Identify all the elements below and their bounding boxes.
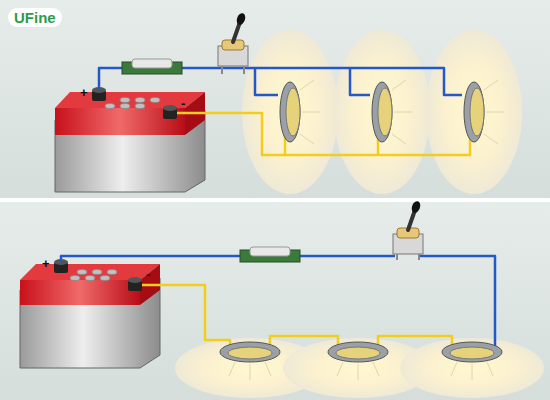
brand-logo: UFine [8,8,62,27]
wires [61,256,495,352]
battery [20,259,160,368]
wires [99,68,470,155]
fuse [240,247,300,262]
light-rays [229,362,493,380]
terminal-sign: + [42,257,50,270]
battery [55,87,205,192]
terminal-sign: + [80,86,88,99]
bottom-panel [0,202,550,400]
fuse [122,59,182,74]
light-glows [175,338,544,398]
light-rays [300,80,504,144]
terminal-sign: - [181,97,185,110]
lights [280,82,484,142]
light-glows [242,30,522,194]
panel-divider [0,198,550,202]
terminal-sign: - [146,268,150,281]
switch [218,12,248,74]
switch [393,200,423,260]
lights [220,342,502,362]
top-panel [0,0,550,198]
